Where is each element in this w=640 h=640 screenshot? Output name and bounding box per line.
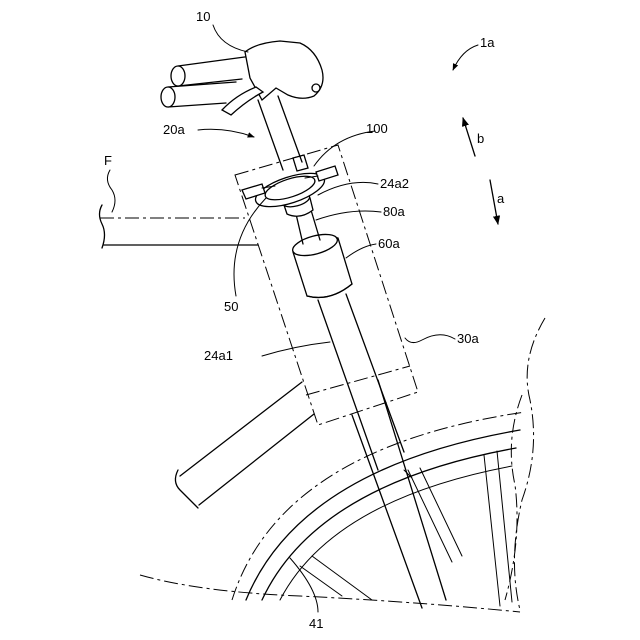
- fender-outline: [505, 318, 545, 610]
- top-tube: [100, 205, 259, 248]
- leader-1a: [453, 45, 478, 70]
- leader-F: [107, 170, 115, 212]
- label-24a2: 24a2: [380, 176, 409, 191]
- leader-41: [290, 558, 318, 612]
- label-80a: 80a: [383, 204, 405, 219]
- leader-30a: [405, 335, 455, 343]
- label-b: b: [477, 131, 484, 146]
- label-24a1: 24a1: [204, 348, 233, 363]
- leader-60a: [346, 244, 376, 258]
- leader-50: [234, 198, 266, 296]
- label-41: 41: [309, 616, 323, 631]
- label-30a: 30a: [457, 331, 479, 346]
- label-60a: 60a: [378, 236, 400, 251]
- label-50: 50: [224, 299, 238, 314]
- wheel-spokes: [300, 451, 512, 606]
- label-100: 100: [366, 121, 388, 136]
- steering-shaft: [318, 294, 404, 470]
- leader-100: [314, 131, 375, 166]
- damper-cylinder: [290, 230, 352, 297]
- leader-80a: [316, 211, 381, 220]
- label-10: 10: [196, 9, 210, 24]
- brake-lever: [222, 87, 263, 115]
- lower-grip: [161, 82, 236, 107]
- leader-20a: [198, 129, 254, 137]
- label-a: a: [497, 191, 505, 206]
- label-F: F: [104, 153, 112, 168]
- arrow-b: [463, 118, 475, 156]
- leader-24a2: [318, 182, 378, 195]
- handlebar: [161, 41, 323, 115]
- leader-24a1: [262, 342, 330, 356]
- leader-10: [213, 25, 248, 52]
- label-20a: 20a: [163, 122, 185, 137]
- upper-grip: [171, 56, 252, 86]
- front-wheel: [140, 412, 525, 612]
- label-1a: 1a: [480, 35, 495, 50]
- down-tube: [175, 382, 314, 508]
